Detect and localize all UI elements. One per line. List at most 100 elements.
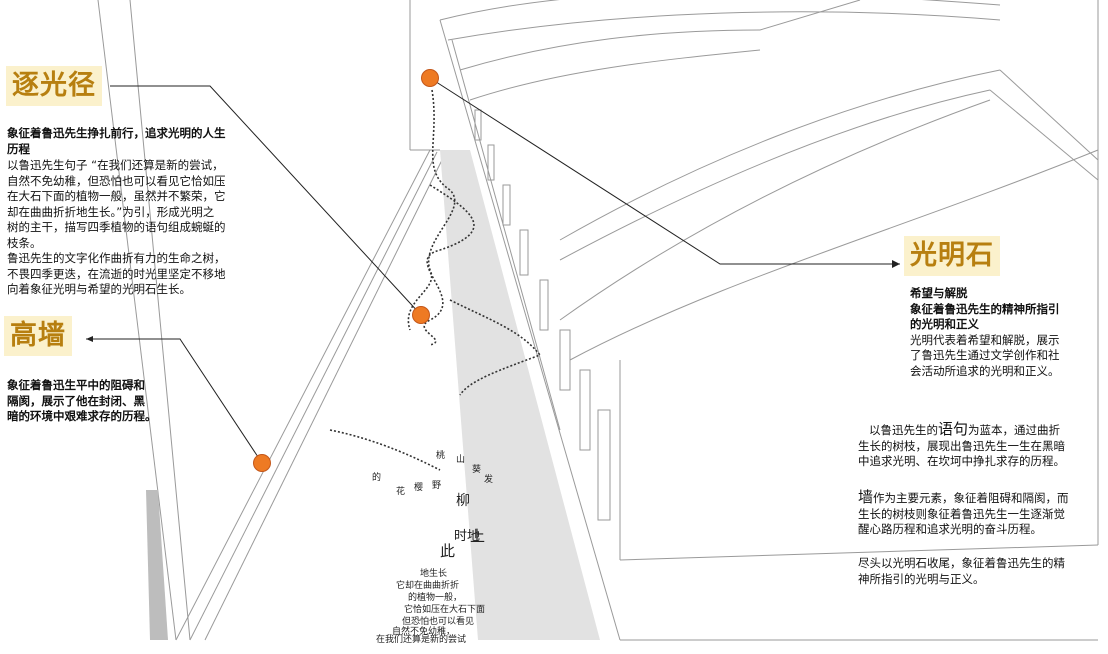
wall-top-edge-1 [175,149,431,641]
summary-line: 生长的树枝则象征着鲁迅先生一生逐渐觉 [858,506,1065,521]
roof-ridge-2 [989,89,1099,181]
desc-line: 鲁迅先生的文字化作曲折有力的生命之树， [7,251,226,265]
roof-curve-2 [447,11,1001,41]
tree-branch [449,299,542,396]
tree-branch [423,184,475,346]
desc-line: 希望与解脱 [910,286,968,300]
window [539,279,549,331]
tree-word: 花 [396,487,406,497]
summary-paragraph-3: 尽头以光明石收尾，象征着鲁迅先生的精 神所指引的光明与正义。 [858,556,1098,587]
summary-text: 作为主要元素，象征着阻碍和隔阂，而 [873,491,1069,505]
tree-word: 此 [440,542,456,560]
summary-line: 墙作为主要元素，象征着阻碍和隔阂，而 [858,488,1098,507]
summary-text: 以鲁迅先生的 [868,423,938,437]
title-zhuguang: 逐光径 [6,66,102,106]
summary-text: 为蓝本，通过曲折 [967,423,1060,437]
window [519,229,529,276]
window-row-line [451,39,561,431]
left-wall-edge [97,0,177,641]
tree-word: 柳 [456,493,470,509]
desc-line: 的光明和正义 [910,317,979,331]
window [597,409,611,521]
arrowhead-icon [892,260,900,268]
desc-line: 隔阂，展示了他在封闭、黑 [7,393,145,408]
roof-line [759,0,861,31]
desc-line: 以鲁迅先生句子 “在我们还算是新的尝试， [7,158,224,172]
tree-word: 葵 [472,465,482,475]
tree-word: 在我们还算是新的尝试 [376,635,467,645]
tree-word: 它却在曲曲折折 [396,581,460,591]
tree-word: 桃 [436,451,446,461]
wall-shadow [146,490,168,640]
desc-line: 却在曲曲折折地生长。”为引，形成光明之 [7,204,215,219]
gaoqiang-description: 象征着鲁迅生平中的阻碍和 隔阂，展示了他在封闭、黑 暗的环境中艰难求存的历程。 [7,378,207,425]
summary-emphasis: 墙 [858,488,874,506]
left-wall-edge-inner [129,0,191,641]
window [559,329,571,391]
window [474,109,482,141]
title-gaoqiang: 高墙 [4,316,72,356]
desc-line: 枝条。 [7,235,42,250]
leader-line-guangmingshi [429,77,900,265]
window [487,144,495,181]
desc-line: 树的主干，描写四季植物的语句组成蜿蜒的 [7,220,226,234]
title-guangmingshi: 光明石 [904,236,1000,276]
desc-line: 光明代表着希望和解脱，展示 [910,332,1060,347]
tree-word: 自然不免幼稚， [392,627,456,637]
summary-line: 以鲁迅先生的语句为蓝本，通过曲折 [858,420,1098,439]
summary-paragraph-1: 以鲁迅先生的语句为蓝本，通过曲折 生长的树枝，展现出鲁迅先生一生在黑暗 中追求光… [858,420,1098,470]
roof-curve-3 [459,29,761,71]
tree-word: 时地 [454,529,481,544]
tree-word: 樱 [414,483,424,493]
marker-guangmingshi [421,69,439,87]
arrowhead-icon [86,336,93,342]
tree-word: 山 [456,455,466,465]
window [579,369,591,451]
right-building-base [439,19,621,641]
summary-paragraph-2: 墙作为主要元素，象征着阻碍和隔阂，而 生长的树枝则象征着鲁迅先生一生逐渐觉 醒心… [858,488,1098,538]
desc-line: 自然不免幼稚，但恐怕也可以看见它恰如压 [7,173,226,188]
marker-zhuguang [412,306,430,324]
roof-ridge [999,69,1099,161]
building-ground-edge [619,544,1099,561]
leader-line-gaoqiang [86,338,263,464]
corridor-shadow [440,150,600,640]
leader-line-zhuguang [110,85,422,316]
summary-emphasis: 语句 [937,420,968,438]
desc-line: 在大石下面的植物一般，虽然并不繁荣，它 [7,189,226,203]
zhuguang-description: 以鲁迅先生句子 “在我们还算是新的尝试， 自然不免幼稚，但恐怕也可以看见它恰如压… [7,158,267,298]
tree-word: 的植物一般， [408,593,463,603]
tree-word: 野 [432,481,442,491]
summary-line: 醒心路历程和追求光明的奋斗历程。 [858,522,1042,536]
desc-line: 象征着鲁迅生平中的阻碍和 [7,378,145,392]
roof-eave-3 [559,99,991,321]
summary-line: 生长的树枝，展现出鲁迅先生一生在黑暗 [858,438,1065,453]
wall-top-edge-3 [204,159,443,641]
roof-eave-4 [569,149,1099,361]
desc-line: 象征着鲁迅先生的精神所指引 [910,301,1060,316]
zhuguang-subtitle: 象征着鲁迅先生挣扎前行，追求光明的人生 历程 [7,126,267,157]
desc-line: 向着象征光明与希望的光明石生长。 [7,282,191,296]
tree-word: 发 [484,475,494,485]
window [502,184,511,226]
desc-line: 不畏四季更迭，在流逝的时光里坚定不移地 [7,266,226,281]
summary-line: 尽头以光明石收尾，象征着鲁迅先生的精 [858,556,1065,570]
roof-eave-2 [559,89,991,261]
zhuguang-subtitle-line: 历程 [7,141,30,156]
wall-top-edge-2 [189,151,438,641]
desc-line: 暗的环境中艰难求存的历程。 [7,409,157,423]
guangmingshi-description: 希望与解脱 象征着鲁迅先生的精神所指引 的光明和正义 光明代表着希望和解脱，展示… [910,286,1100,379]
tree-word: 的 [372,473,382,483]
tree-word: 但恐怕也可以看见 [402,617,475,627]
marker-gaoqiang [253,454,271,472]
tree-word: 上 [470,527,486,545]
tree-word: 它恰如压在大石下面 [404,605,486,615]
roof-curve-1 [439,0,1001,21]
desc-line: 会活动所追求的光明和正义。 [910,363,1060,378]
zhuguang-subtitle-line: 象征着鲁迅先生挣扎前行，追求光明的人生 [7,126,226,140]
tree-branch [329,429,441,471]
summary-line: 神所指引的光明与正义。 [858,571,985,586]
